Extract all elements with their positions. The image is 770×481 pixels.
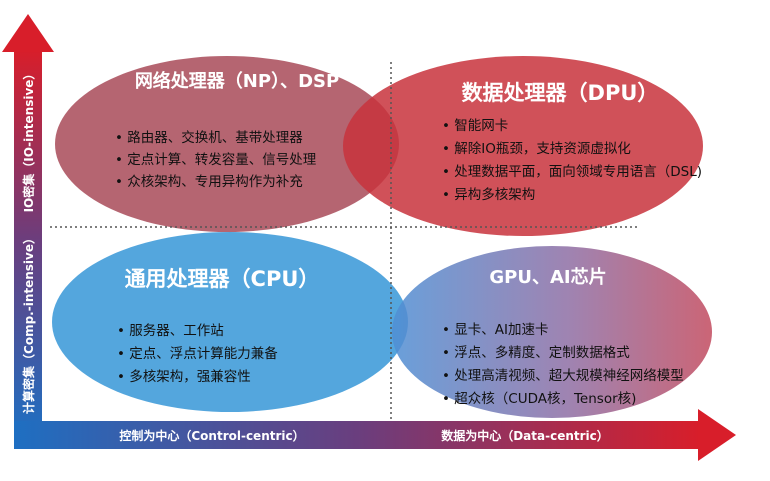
list-item: • 异构多核架构 bbox=[442, 186, 535, 203]
gpu-ai-title: GPU、AI芯片 bbox=[489, 266, 606, 288]
y-axis-bottom-label: 计算密集（Comp.-intensive） bbox=[21, 232, 36, 414]
y-axis-bar bbox=[14, 50, 42, 435]
list-item: • 超众核（CUDA核，Tensor核) bbox=[442, 391, 636, 407]
x-axis-arrowhead bbox=[698, 409, 736, 461]
list-item: • 浮点、多精度、定制数据格式 bbox=[442, 344, 630, 361]
np-dsp-list: • 路由器、交换机、基带处理器 • 定点计算、转发容量、信号处理 • 众核架构、… bbox=[115, 129, 317, 190]
cpu-list: • 服务器、工作站 • 定点、浮点计算能力兼备 • 多核架构，强兼容性 bbox=[117, 323, 278, 385]
list-item: • 多核架构，强兼容性 bbox=[117, 368, 251, 385]
y-axis-top-label: IO密集（IO-intensive） bbox=[21, 68, 36, 213]
x-axis-left-label: 控制为中心（Control-centric） bbox=[119, 428, 304, 443]
cpu-ellipse bbox=[52, 232, 408, 412]
list-item: • 解除IO瓶颈，支持资源虚拟化 bbox=[442, 141, 631, 157]
cpu-title: 通用处理器（CPU） bbox=[125, 267, 320, 291]
y-axis-arrowhead bbox=[2, 14, 54, 52]
list-item: • 处理高清视频、超大规模神经网络模型 bbox=[442, 367, 684, 384]
dpu-list: • 智能网卡 • 解除IO瓶颈，支持资源虚拟化 • 处理数据平面，面向领域专用语… bbox=[442, 118, 702, 203]
gpu-ai-list: • 显卡、AI加速卡 • 浮点、多精度、定制数据格式 • 处理高清视频、超大规模… bbox=[442, 322, 684, 407]
list-item: • 服务器、工作站 bbox=[117, 323, 224, 339]
list-item: • 处理数据平面，面向领域专用语言（DSL) bbox=[442, 164, 702, 180]
list-item: • 定点计算、转发容量、信号处理 bbox=[115, 151, 317, 168]
x-axis-right-label: 数据为中心（Data-centric） bbox=[441, 428, 609, 443]
list-item: • 路由器、交换机、基带处理器 bbox=[115, 129, 303, 146]
list-item: • 定点、浮点计算能力兼备 bbox=[117, 345, 278, 362]
np-dsp-ellipse bbox=[55, 56, 399, 232]
np-dsp-title: 网络处理器（NP）、DSP bbox=[135, 70, 339, 92]
x-axis-bar bbox=[14, 421, 700, 449]
dpu-ellipse bbox=[343, 56, 703, 236]
gpu-ai-ellipse bbox=[392, 246, 712, 418]
list-item: • 显卡、AI加速卡 bbox=[442, 322, 548, 338]
dpu-title: 数据处理器（DPU） bbox=[462, 81, 659, 105]
list-item: • 智能网卡 bbox=[442, 118, 508, 134]
list-item: • 众核架构、专用异构作为补充 bbox=[115, 174, 303, 190]
